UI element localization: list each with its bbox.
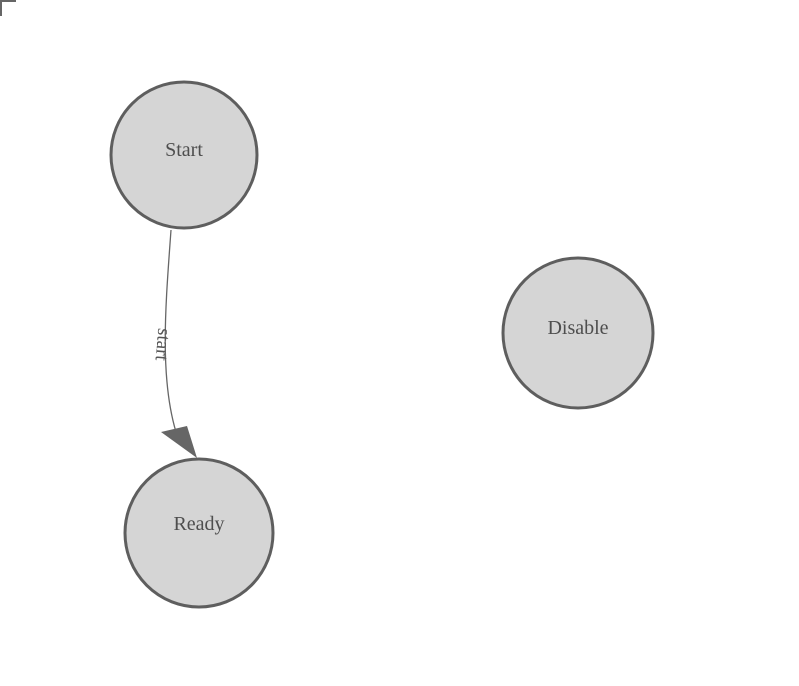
node-ready[interactable]: Ready	[123, 457, 275, 609]
node-start-circle[interactable]	[109, 80, 259, 230]
node-ready-circle[interactable]	[123, 457, 275, 609]
edge-start-ready-label[interactable]: start	[151, 327, 175, 362]
corner-bracket-icon	[0, 0, 16, 16]
node-start-label: Start	[165, 139, 203, 161]
node-disable-circle[interactable]	[501, 256, 655, 410]
edge-arrowhead-icon[interactable]	[161, 426, 197, 458]
node-disable-label: Disable	[547, 317, 608, 339]
node-disable[interactable]: Disable	[501, 256, 655, 410]
edge-start-ready[interactable]: start	[151, 229, 197, 458]
node-start[interactable]: Start	[109, 80, 259, 230]
edge-start-ready-path[interactable]	[164, 229, 177, 433]
node-ready-label: Ready	[173, 513, 224, 535]
